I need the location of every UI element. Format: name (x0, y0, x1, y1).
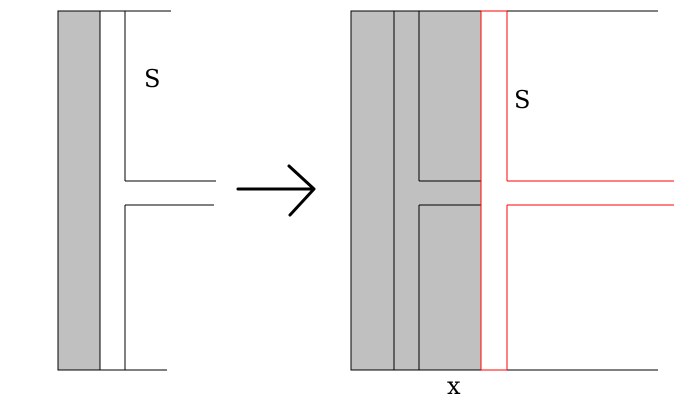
left-shaded-wall (57, 10, 101, 371)
red-highlighted-channel (480, 10, 674, 371)
left-figure: S (57, 10, 216, 371)
right-region-label: S (514, 86, 530, 114)
left-region-label: S (144, 65, 160, 93)
x-position-label: x (447, 372, 461, 400)
right-shaded-region (350, 10, 482, 371)
right-arrow-icon (236, 164, 316, 217)
right-figure: S x (350, 10, 674, 400)
